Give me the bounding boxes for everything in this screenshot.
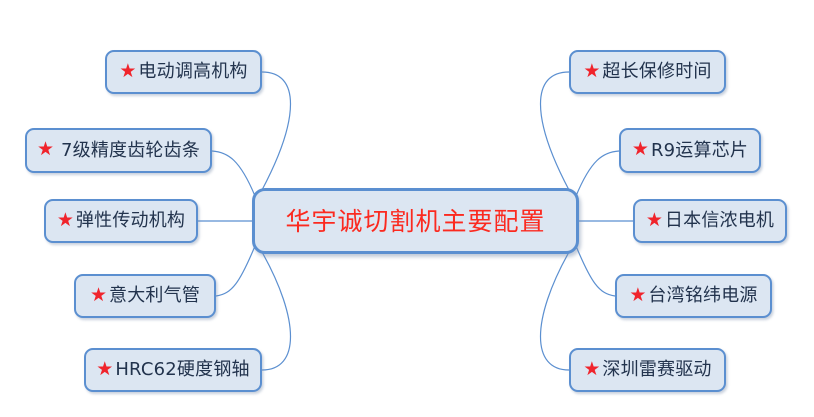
branch-label: 超长保修时间 <box>602 61 712 82</box>
branch-node-left-1[interactable]: ★ 电动调高机构 <box>105 50 262 94</box>
star-icon: ★ <box>629 283 647 306</box>
branch-label: 意大利气管 <box>109 285 201 306</box>
central-topic-node[interactable]: 华宇诚切割机主要配置 <box>252 188 579 254</box>
branch-label: 日本信浓电机 <box>664 210 775 231</box>
branch-label: 弹性传动机构 <box>75 210 186 231</box>
star-icon: ★ <box>36 138 54 160</box>
branch-node-right-1[interactable]: ★ 超长保修时间 <box>569 50 726 94</box>
central-topic-label: 华宇诚切割机主要配置 <box>285 206 546 236</box>
connector-left-1 <box>261 71 291 191</box>
branch-label: 电动调高机构 <box>138 61 248 82</box>
star-icon: ★ <box>583 357 601 380</box>
branch-label: 深圳雷赛驱动 <box>602 359 712 380</box>
branch-label: 7级精度齿轮齿条 <box>60 139 201 161</box>
branch-node-right-3[interactable]: ★ 日本信浓电机 <box>633 199 787 243</box>
star-icon: ★ <box>96 357 114 380</box>
connector-right-2 <box>575 150 620 197</box>
star-icon: ★ <box>56 208 74 231</box>
connector-left-5 <box>261 251 291 371</box>
star-icon: ★ <box>631 138 649 160</box>
connector-left-2 <box>211 150 256 197</box>
branch-node-left-4[interactable]: ★ 意大利气管 <box>74 274 216 318</box>
branch-label: R9运算芯片 <box>650 139 749 161</box>
branch-label: HRC62硬度钢轴 <box>115 359 250 380</box>
branch-node-right-2[interactable]: ★ R9运算芯片 <box>619 128 761 173</box>
branch-node-right-5[interactable]: ★ 深圳雷赛驱动 <box>569 348 726 392</box>
branch-label: 台湾铭纬电源 <box>648 285 758 306</box>
star-icon: ★ <box>119 59 137 82</box>
branch-node-left-5[interactable]: ★ HRC62硬度钢轴 <box>84 348 262 392</box>
connector-right-5 <box>540 251 570 371</box>
connector-right-1 <box>540 71 570 191</box>
branch-node-left-2[interactable]: ★ 7级精度齿轮齿条 <box>25 128 212 173</box>
branch-node-left-3[interactable]: ★ 弹性传动机构 <box>44 199 198 243</box>
branch-node-right-4[interactable]: ★ 台湾铭纬电源 <box>615 274 772 318</box>
connector-left-4 <box>215 245 256 297</box>
connector-right-4 <box>575 245 616 297</box>
star-icon: ★ <box>89 283 108 306</box>
star-icon: ★ <box>583 59 601 82</box>
star-icon: ★ <box>645 208 663 231</box>
